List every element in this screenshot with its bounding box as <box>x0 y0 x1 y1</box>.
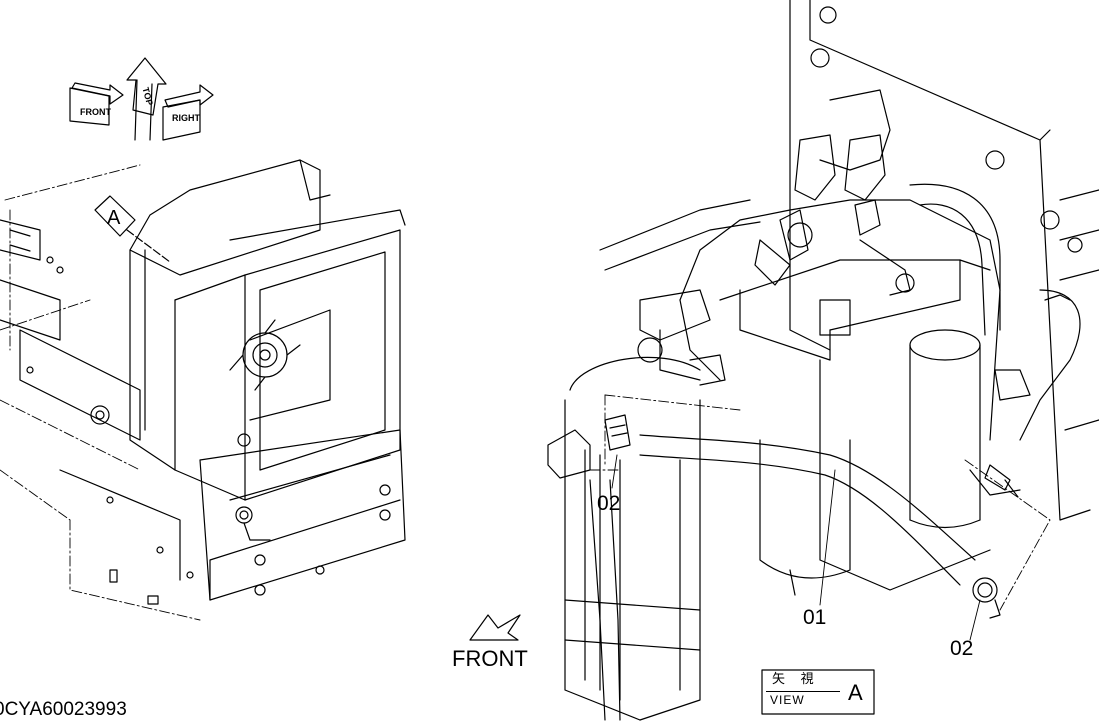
view-a-callout-letter: A <box>107 207 121 229</box>
front-arrow-icon <box>469 614 521 641</box>
view-marker-english: VIEW <box>770 693 805 707</box>
orientation-cube-icon <box>69 57 214 141</box>
view-marker-box <box>761 669 875 715</box>
front-indicator-label: FRONT <box>452 646 528 671</box>
part-label-01: 01 <box>803 606 827 629</box>
view-a-arrow-icon <box>94 195 171 263</box>
view-marker-letter: A <box>848 680 863 705</box>
view-marker-japanese: 矢 視 <box>772 671 820 686</box>
part-label-02-right: 02 <box>950 637 974 660</box>
hose-clamp-right <box>972 577 1001 619</box>
fuel-filter-detail-view <box>547 0 1099 721</box>
orientation-front-label: FRONT <box>80 107 111 117</box>
view-marker-rule <box>766 691 840 692</box>
radiator-assembly-drawing <box>0 159 406 621</box>
view-marker: 矢 視 VIEW A <box>762 670 874 714</box>
drawing-id: 0CYA60023993 <box>0 699 127 720</box>
orientation-right-label: RIGHT <box>172 113 200 123</box>
part-label-02-left: 02 <box>597 492 621 515</box>
hose-clamp-left <box>604 414 631 451</box>
